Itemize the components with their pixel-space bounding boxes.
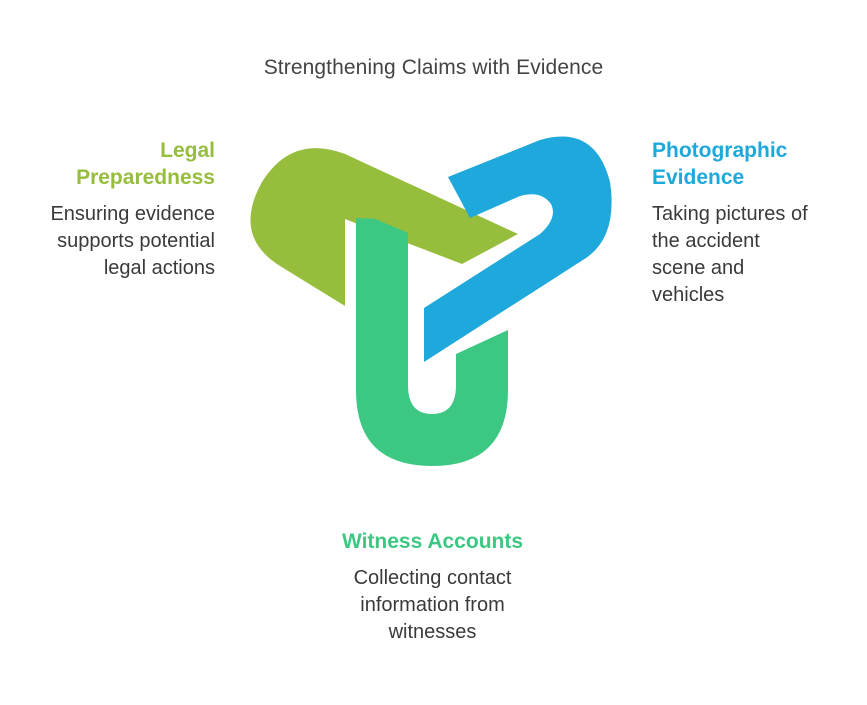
blue-loop	[424, 136, 612, 362]
witness-accounts-block: Witness Accounts Collecting contact info…	[300, 528, 565, 646]
teal-loop	[356, 218, 508, 466]
green-weave-segment	[345, 154, 420, 238]
witness-accounts-description: Collecting contact information from witn…	[353, 567, 512, 643]
legal-preparedness-description: Ensuring evidence supports potential leg…	[50, 203, 215, 279]
witness-accounts-heading: Witness Accounts	[341, 530, 524, 553]
photographic-evidence-heading: Photographic Evidence	[652, 139, 788, 189]
legal-preparedness-heading: Legal Preparedness	[76, 139, 215, 189]
diagram-title: Strengthening Claims with Evidence	[263, 56, 604, 79]
photographic-evidence-block: Photographic Evidence Taking pictures of…	[652, 137, 852, 309]
legal-preparedness-block: Legal Preparedness Ensuring evidence sup…	[20, 137, 215, 282]
photographic-evidence-description: Taking pictures of the accident scene an…	[652, 203, 808, 306]
